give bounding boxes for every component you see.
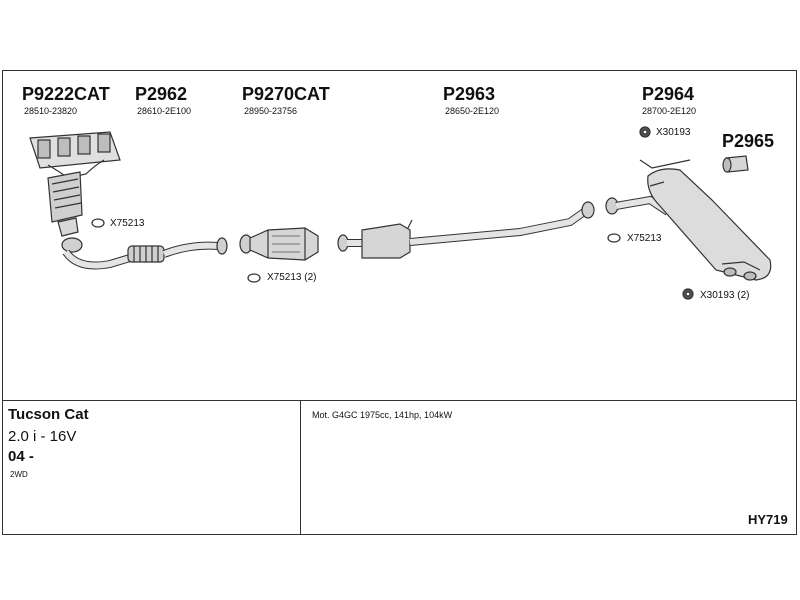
gasket-icon-front	[91, 218, 105, 228]
flex-pipe-p2962	[61, 237, 228, 270]
diagram-code: HY719	[748, 512, 788, 527]
rubber-mount-icon-top	[639, 126, 651, 138]
rubber-mount-icon-bottom	[682, 288, 694, 300]
gasket-icon-cat	[247, 273, 261, 283]
oem-number-p2964: 28700-2E120	[642, 106, 697, 116]
part-number-p2965: P2965	[722, 131, 775, 151]
part-number-p9222cat: P9222CAT	[22, 84, 110, 104]
callout-rubber-mount-bottom: X30193 (2)	[700, 290, 750, 301]
part-number-p2964: P2964	[642, 84, 695, 104]
vehicle-engine: 2.0 i - 16V	[8, 428, 77, 445]
catalyst-p9270cat	[239, 227, 319, 261]
part-number-p2963: P2963	[443, 84, 496, 104]
rear-silencer-p2964	[605, 159, 772, 281]
manifold-catalyst-p9222cat	[29, 131, 121, 237]
part-number-p9270cat: P9270CAT	[242, 84, 330, 104]
oem-number-p2962: 28610-2E100	[137, 106, 192, 116]
info-divider-horizontal	[2, 400, 797, 401]
oem-number-p2963: 28650-2E120	[445, 106, 500, 116]
oem-number-p9222cat: 28510-23820	[24, 106, 78, 116]
callout-gasket-rear: X75213	[627, 233, 662, 244]
diagram-frame	[2, 70, 797, 535]
tail-pipe-p2965	[722, 155, 749, 173]
callout-gasket-cat: X75213 (2)	[267, 272, 317, 283]
vehicle-years: 04 -	[8, 448, 34, 465]
callout-gasket-front: X75213	[110, 218, 145, 229]
center-pipe-p2963	[337, 201, 595, 259]
engine-description: Mot. G4GC 1975cc, 141hp, 104kW	[312, 410, 453, 420]
gasket-icon-rear	[607, 233, 621, 243]
part-number-p2962: P2962	[135, 84, 188, 104]
callout-rubber-mount-top: X30193	[656, 127, 691, 138]
vehicle-drive: 2WD	[10, 470, 28, 479]
info-divider-vertical	[300, 400, 301, 535]
vehicle-model: Tucson Cat	[8, 406, 89, 423]
oem-number-p9270cat: 28950-23756	[244, 106, 298, 116]
